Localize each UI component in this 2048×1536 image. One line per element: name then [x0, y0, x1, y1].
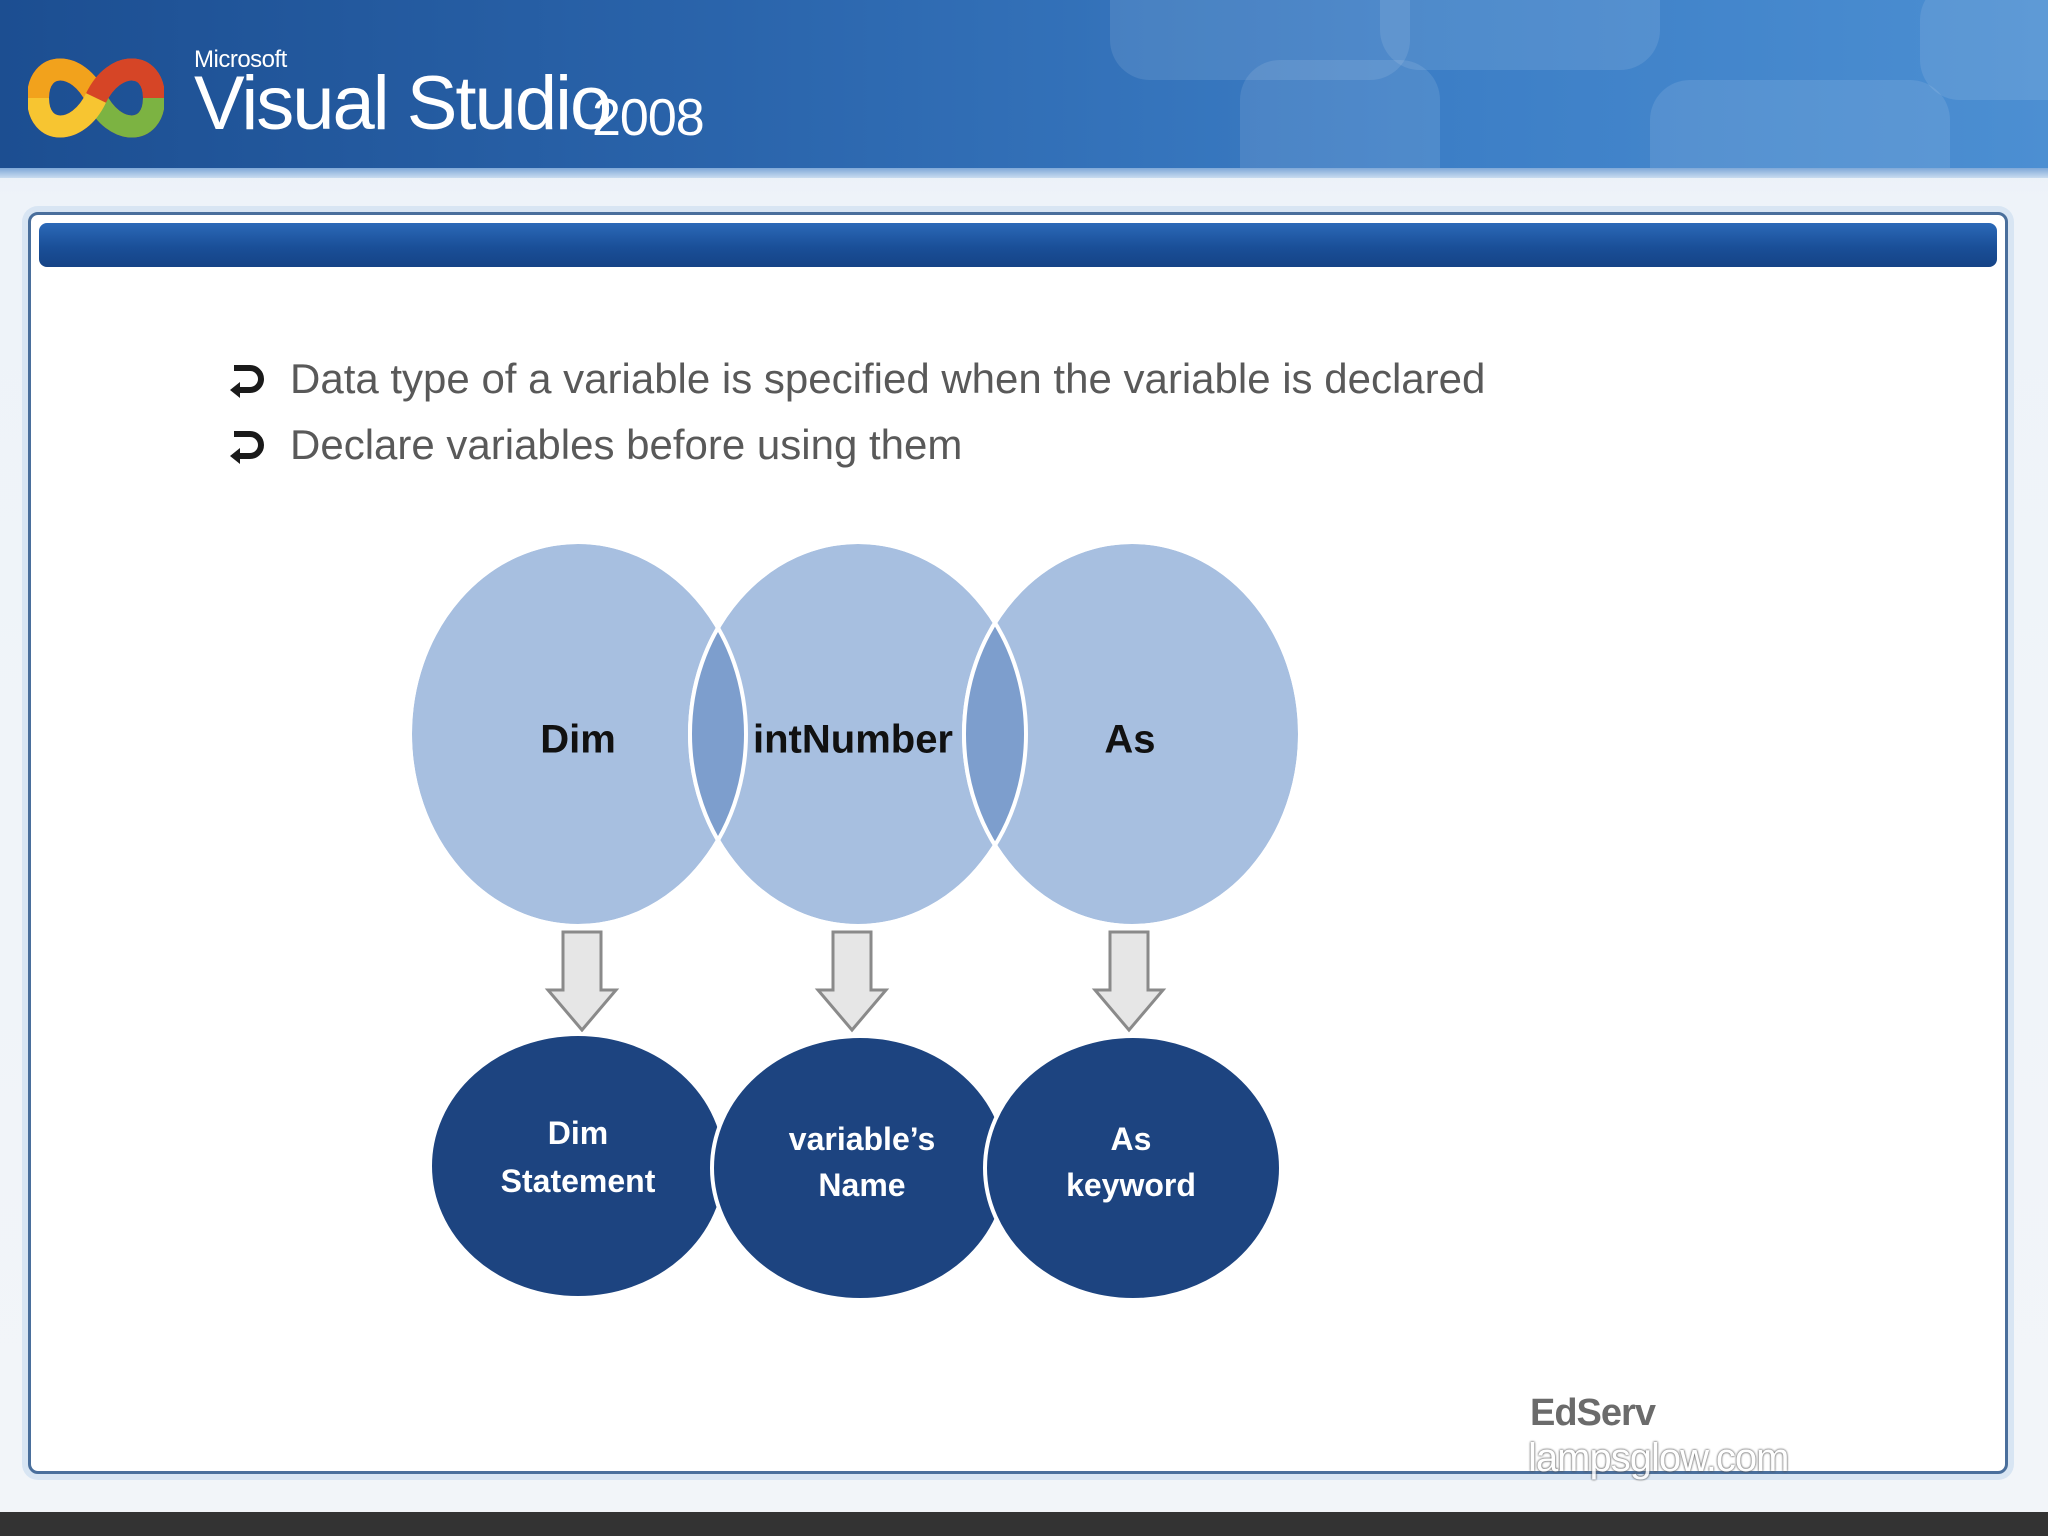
bullet-text: Declare variables before using them	[290, 421, 963, 468]
top-label-dim: Dim	[540, 718, 616, 762]
watermark: lampsglow.com	[1528, 1436, 1789, 1480]
bullet-text: Data type of a variable is specified whe…	[290, 355, 1486, 402]
bottom-label-line: variable’s	[789, 1121, 935, 1157]
infinity-logo-icon	[28, 58, 164, 138]
bullet-item: Data type of a variable is specified whe…	[228, 346, 1485, 412]
header-banner: Microsoft Visual Studio 2008	[0, 0, 2048, 178]
edserv-logo: EdServ	[1530, 1392, 1656, 1434]
bottom-label-line: As	[1111, 1121, 1152, 1157]
curved-arrow-bullet-icon	[230, 431, 264, 464]
curved-arrow-bullet-icon	[230, 365, 264, 398]
title-bar	[39, 223, 1997, 267]
bottom-label-line: Dim	[548, 1115, 608, 1151]
bottom-bar	[0, 1512, 2048, 1536]
bullet-list: Data type of a variable is specified whe…	[228, 346, 1485, 478]
bottom-label-line: Name	[818, 1167, 905, 1203]
top-label-intnumber: intNumber	[753, 718, 953, 762]
down-arrow-icon	[814, 930, 890, 1033]
bottom-label-line: Statement	[501, 1163, 656, 1199]
brand-year: 2008	[592, 89, 705, 147]
bullet-item: Declare variables before using them	[228, 412, 1485, 478]
visual-studio-logo: Microsoft Visual Studio 2008	[28, 44, 705, 154]
brand-small: Microsoft	[194, 46, 287, 73]
top-label-as: As	[1104, 718, 1155, 762]
bottom-label-line: keyword	[1066, 1167, 1196, 1203]
bottom-circle-as-keyword	[983, 1034, 1283, 1302]
down-arrow-icon	[544, 930, 620, 1033]
brand-title: Visual Studio	[194, 61, 612, 146]
down-arrow-icon	[1091, 930, 1167, 1033]
